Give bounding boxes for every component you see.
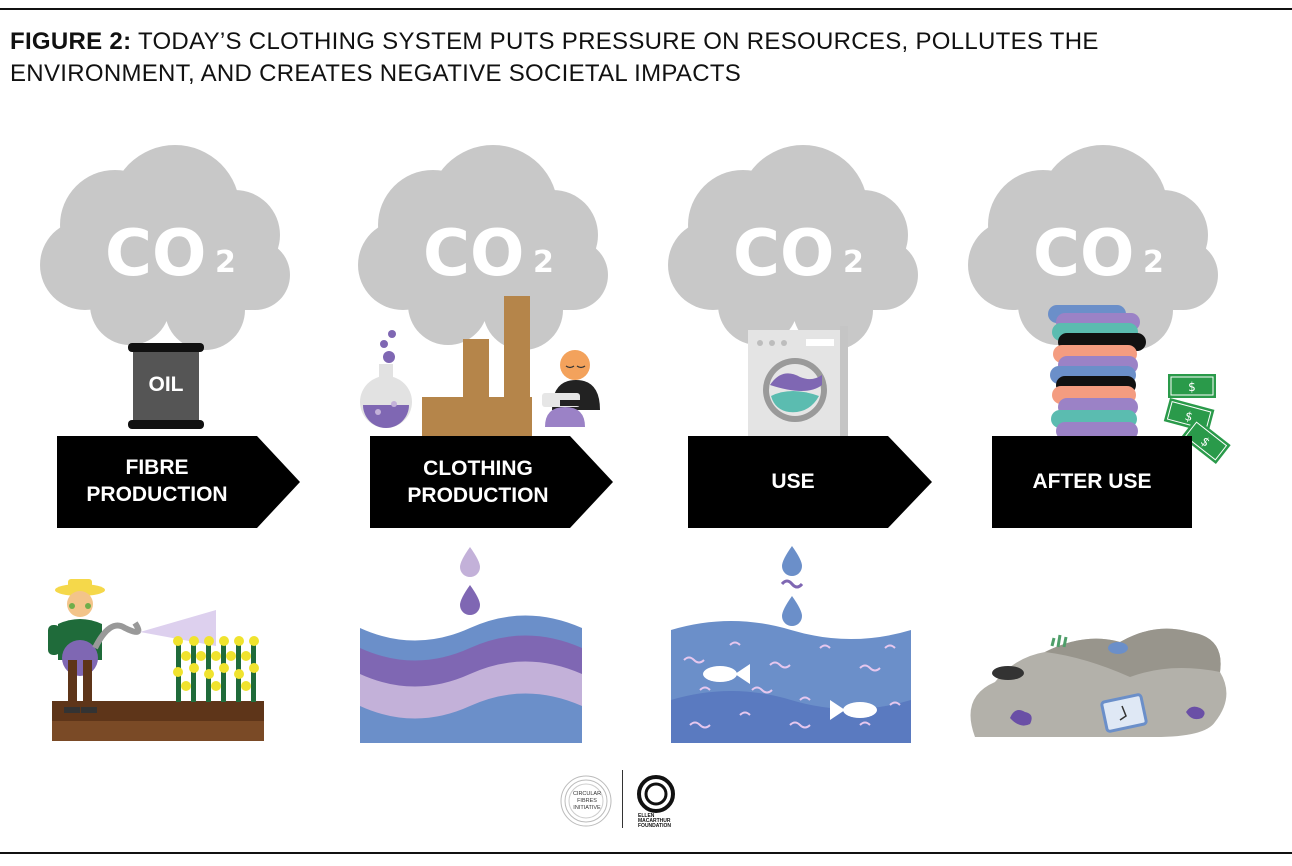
stage-clothing-production: CLOTHING PRODUCTION — [370, 436, 613, 528]
farmer-icon — [48, 579, 216, 713]
polluted-water-dye-icon — [360, 615, 582, 743]
landfill-icon — [970, 628, 1227, 737]
bottom-rule — [0, 852, 1292, 854]
clothes-pile-icon — [1048, 305, 1146, 440]
washing-machine-icon — [748, 326, 848, 436]
ellen-macarthur-foundation-logo: ELLEN MACARTHUR FOUNDATION — [637, 775, 675, 829]
garment-worker-icon — [542, 350, 600, 427]
cloud-co2-use: CO 2 — [668, 145, 918, 350]
money-symbol: $ — [1183, 409, 1194, 425]
cfi-logo-line2: FIBRES — [577, 798, 597, 804]
co2-text: CO — [733, 217, 834, 291]
figure-title-text: TODAY’S CLOTHING SYSTEM PUTS PRESSURE ON… — [10, 28, 1099, 87]
cloud-co2-clothing: CO 2 — [358, 145, 608, 350]
money-bills-icon: $ $ $ — [1163, 374, 1231, 465]
oil-barrel-icon: OIL — [128, 343, 204, 429]
co2-text: CO — [1033, 217, 1134, 291]
barrel-label: OIL — [149, 373, 184, 396]
circular-fibres-initiative-logo: CIRCULAR FIBRES INITIATIVE — [560, 775, 612, 827]
figure-title: FIGURE 2: TODAY’S CLOTHING SYSTEM PUTS P… — [10, 26, 1250, 90]
microfibre-drops-icon — [780, 546, 804, 626]
stage-use: USE — [688, 436, 932, 528]
figure-label: FIGURE 2: — [10, 28, 132, 55]
co2-subscript: 2 — [215, 245, 236, 280]
emf-logo-line3: FOUNDATION — [638, 823, 671, 829]
stage-label-line1: USE — [771, 470, 814, 493]
top-rule — [0, 8, 1292, 10]
stage-label-line1: CLOTHING — [423, 457, 533, 480]
factory-icon — [422, 296, 532, 437]
stage-label-line1: AFTER USE — [1032, 470, 1151, 493]
dye-drops-icon — [460, 547, 480, 615]
co2-subscript: 2 — [533, 245, 554, 280]
money-symbol: $ — [1188, 380, 1196, 394]
farm-soil-icon — [52, 701, 264, 741]
cfi-logo-line3: INITIATIVE — [573, 805, 601, 811]
stage-label-line2: PRODUCTION — [407, 484, 548, 507]
emf-logo-line1: ELLEN — [638, 813, 655, 819]
co2-text: CO — [105, 217, 206, 291]
polluted-water-microfibres-icon — [671, 621, 911, 743]
stage-after-use: AFTER USE — [992, 436, 1192, 528]
emf-logo-line2: MACARTHUR — [638, 818, 671, 824]
co2-subscript: 2 — [843, 245, 864, 280]
crops-icon — [173, 636, 259, 702]
stage-label-line2: PRODUCTION — [86, 483, 227, 506]
cloud-co2-fibre: CO 2 — [40, 145, 290, 350]
co2-text: CO — [423, 217, 524, 291]
cloud-co2-after-use: CO 2 — [968, 145, 1218, 350]
cfi-logo-line1: CIRCULAR — [573, 791, 601, 797]
logo-divider — [622, 770, 623, 828]
stage-fibre-production: FIBRE PRODUCTION — [57, 436, 300, 528]
co2-subscript: 2 — [1143, 245, 1164, 280]
stage-label-line1: FIBRE — [126, 456, 189, 479]
flask-icon — [360, 330, 412, 428]
